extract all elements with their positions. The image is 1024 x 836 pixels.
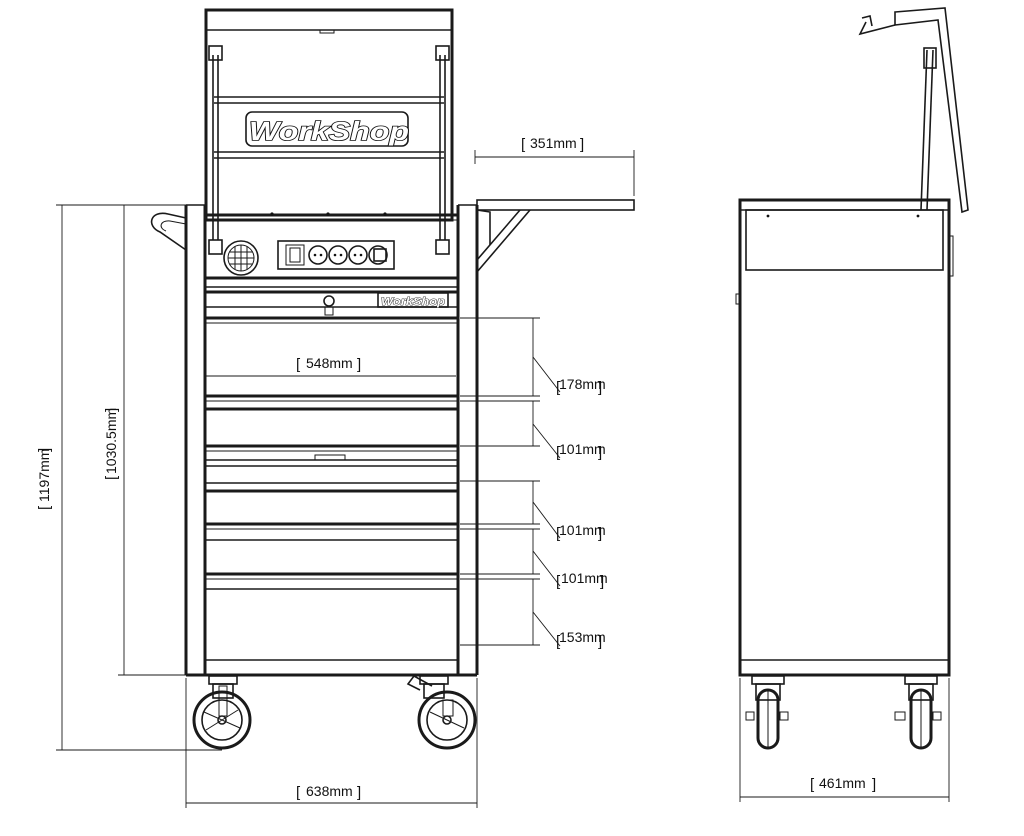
dim-side-depth: 461mm bbox=[819, 775, 866, 791]
svg-text:]: ] bbox=[598, 525, 602, 542]
svg-text:[: [ bbox=[556, 525, 561, 542]
dim-body-height: 1030.5mm bbox=[103, 408, 119, 474]
dim-drawer-2: 101mm bbox=[559, 441, 606, 457]
svg-text:[: [ bbox=[556, 573, 561, 590]
svg-text:]: ] bbox=[580, 136, 584, 153]
dim-drawer-1: 178mm bbox=[559, 376, 606, 392]
svg-text:]: ] bbox=[357, 356, 361, 373]
cabinet-body: WorkShop bbox=[150, 204, 479, 677]
power-strip bbox=[277, 240, 395, 270]
svg-text:[: [ bbox=[556, 379, 561, 396]
svg-text:]: ] bbox=[36, 448, 53, 452]
svg-text:]: ] bbox=[872, 776, 876, 793]
side-shelf bbox=[476, 199, 635, 273]
svg-text:[: [ bbox=[296, 784, 301, 801]
svg-text:]: ] bbox=[103, 408, 120, 412]
svg-text:]: ] bbox=[598, 633, 602, 650]
side-lid bbox=[858, 7, 969, 214]
open-lid: WorkShop bbox=[204, 8, 454, 255]
svg-text:[: [ bbox=[556, 444, 561, 461]
side-caster-left bbox=[745, 675, 789, 750]
dim-total-width: 638mm bbox=[306, 783, 353, 799]
small-logo: WorkShop bbox=[381, 296, 445, 308]
dim-drawer-3: 101mm bbox=[559, 522, 606, 538]
svg-text:]: ] bbox=[357, 784, 361, 801]
dim-drawer-5: 153mm bbox=[559, 629, 606, 645]
lock-icon bbox=[323, 295, 335, 307]
small-logo-plate bbox=[377, 292, 449, 308]
top-tray bbox=[206, 212, 458, 288]
dim-shelf-depth: 351mm bbox=[530, 135, 577, 151]
fan-icon bbox=[223, 240, 259, 276]
svg-text:[: [ bbox=[556, 633, 561, 650]
svg-text:]: ] bbox=[598, 444, 602, 461]
dim-total-height: 1197mm bbox=[36, 449, 52, 502]
side-view bbox=[735, 7, 969, 750]
svg-text:[: [ bbox=[521, 136, 526, 153]
caster-wheel-left bbox=[192, 675, 252, 750]
dim-drawer-4: 101mm bbox=[561, 570, 608, 586]
svg-text:]: ] bbox=[600, 573, 604, 590]
dimension-labels: [ 351mm ] [ 548mm ] [ 178mm ] [ 101mm ] … bbox=[36, 135, 876, 801]
svg-text:[: [ bbox=[36, 505, 53, 510]
lid-logo: WorkShop bbox=[249, 116, 409, 146]
svg-text:[: [ bbox=[810, 776, 815, 793]
caster-wheel-right bbox=[406, 674, 477, 750]
side-handle bbox=[150, 212, 187, 251]
svg-text:]: ] bbox=[598, 379, 602, 396]
svg-text:[: [ bbox=[296, 356, 301, 373]
side-caster-right bbox=[894, 675, 942, 750]
svg-text:[: [ bbox=[103, 475, 120, 480]
front-view: WorkShop bbox=[150, 8, 635, 750]
lid-logo-plate bbox=[245, 111, 409, 147]
dim-drawer-width: 548mm bbox=[306, 355, 353, 371]
dimension-lines bbox=[56, 150, 950, 808]
